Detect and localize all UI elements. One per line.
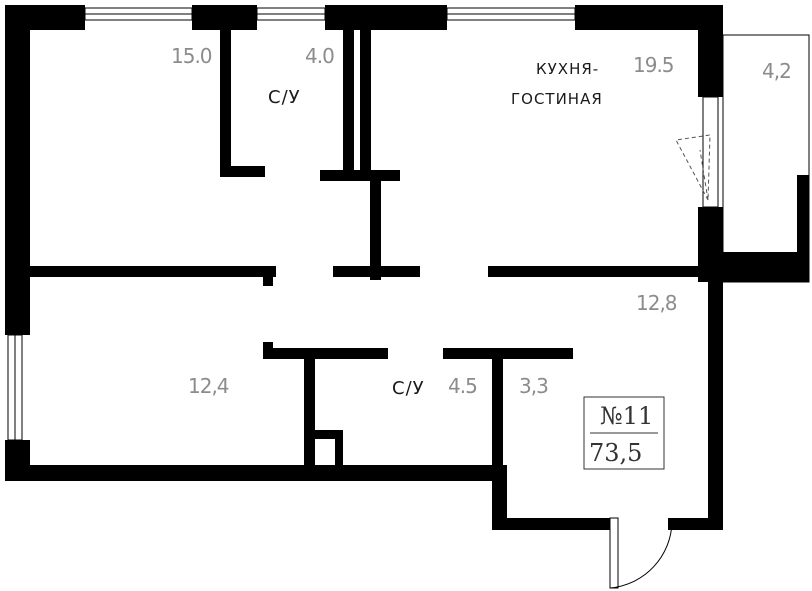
interior-walls — [30, 30, 698, 468]
wall-bath-left-foot — [220, 166, 265, 177]
wall-bath-left — [220, 30, 231, 173]
wall-vestibule-bottom-left — [492, 518, 610, 530]
label-bathroom-top: С/У — [268, 87, 301, 108]
wall-lower-top-left-stub — [263, 342, 273, 359]
wall-vestibule-left — [492, 465, 507, 530]
wall-right-upper — [698, 5, 723, 97]
wall-top-3 — [325, 5, 447, 30]
wall-lower-divider-left — [304, 348, 315, 468]
area-balcony: 4,2 — [762, 59, 791, 83]
wall-left-upper — [5, 5, 30, 335]
apartment-badge: №11 73,5 — [583, 396, 665, 470]
wall-lower-divider-right — [492, 348, 503, 468]
wall-vestibule-right — [708, 440, 723, 530]
label-kitchen-line2: ГОСТИНАЯ — [511, 90, 603, 108]
apartment-total-area: 73,5 — [589, 439, 642, 467]
area-kitchen: 19.5 — [633, 53, 674, 77]
label-bathroom-bottom: С/У — [392, 378, 425, 399]
wall-lower-top-right — [443, 348, 573, 359]
wall-right-mid — [698, 207, 723, 282]
wall-right-lower — [708, 282, 723, 447]
label-kitchen-line1: КУХНЯ- — [536, 60, 599, 78]
area-room-bottom-left: 12,4 — [188, 374, 229, 398]
wall-shaft — [315, 430, 343, 439]
wall-bath-right-1 — [343, 30, 354, 170]
wall-bath-bottom — [320, 170, 400, 181]
area-bathroom-bottom: 4.5 — [448, 374, 477, 398]
wall-top-2 — [192, 5, 257, 30]
wall-mid-left — [30, 266, 276, 277]
entrance-door — [609, 517, 676, 589]
area-storage: 3,3 — [519, 374, 548, 398]
wall-lower-top-left — [263, 348, 388, 359]
wall-mid-right — [488, 266, 698, 277]
window-balcony-door — [702, 96, 719, 208]
windows — [7, 7, 719, 441]
wall-mid-center — [333, 266, 420, 277]
wall-kitchen-divider — [370, 170, 381, 280]
balcony-outline — [675, 34, 810, 283]
wall-mid-left-foot — [263, 266, 273, 286]
apartment-number: №11 — [600, 402, 653, 430]
wall-shaft-side — [335, 430, 343, 468]
area-bathroom-top: 4.0 — [305, 44, 334, 68]
area-hallway: 12,8 — [636, 291, 677, 315]
exterior-walls — [5, 5, 723, 530]
wall-bottom — [5, 465, 505, 481]
wall-bath-right-2 — [360, 30, 371, 170]
area-room-top-left: 15.0 — [171, 44, 212, 68]
